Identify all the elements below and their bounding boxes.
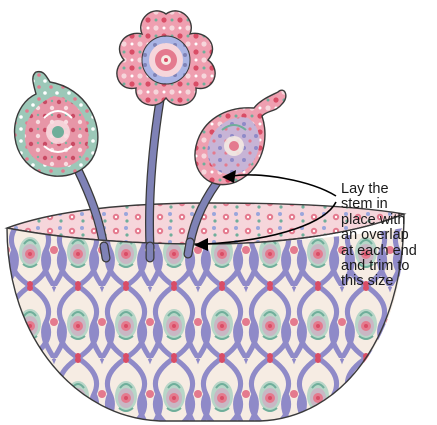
- callout-line: and trim to: [341, 259, 437, 274]
- flower-center-icon: [117, 11, 215, 105]
- flower-right-icon: [195, 90, 286, 184]
- flower-left-icon: [15, 72, 98, 177]
- callout-text: Lay the stem in place with an overlap at…: [341, 182, 437, 290]
- callout-line: an overlap: [341, 228, 437, 243]
- callout-line: Lay the: [341, 182, 437, 197]
- callout-line: at each end: [341, 244, 437, 259]
- callout-line: this size: [341, 274, 437, 289]
- callout-line: stem in: [341, 197, 437, 212]
- callout-line: place with: [341, 213, 437, 228]
